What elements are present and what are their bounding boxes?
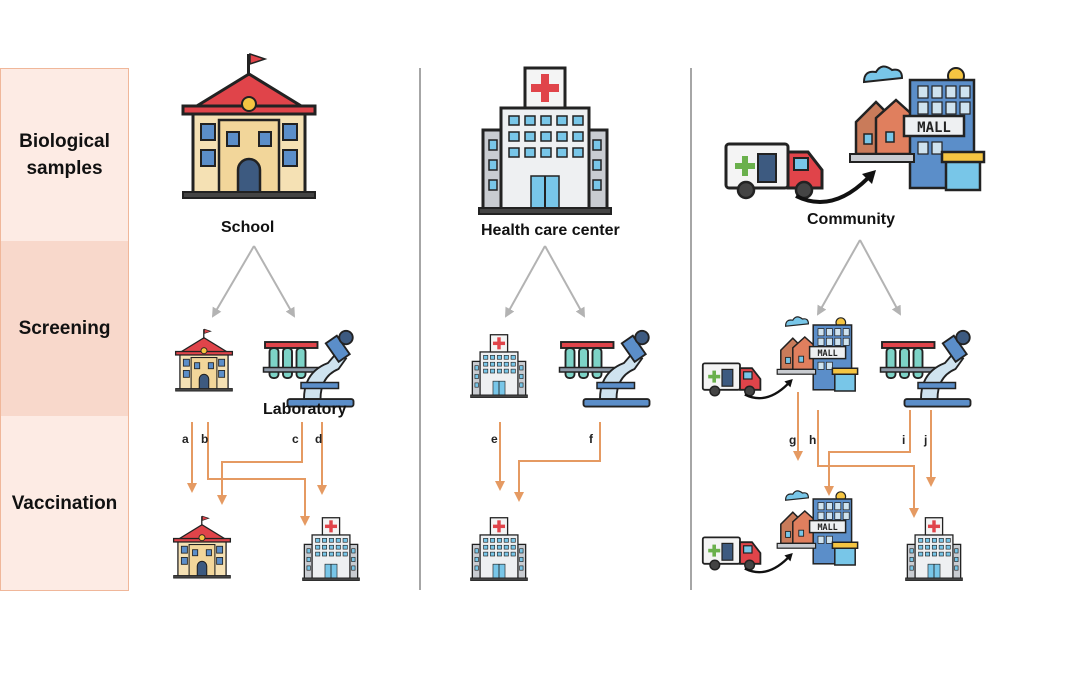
branch-arrow [859,239,901,316]
path-label-h: h [809,433,817,447]
branch-arrow [817,239,861,316]
path-label-j: j [924,433,928,447]
path-label-f: f [589,432,593,446]
column-label-school: School [221,219,275,236]
row-label-text: Vaccination [11,492,118,514]
laboratory-icon [262,329,355,408]
branch-arrow [211,245,255,318]
hospital-icon [301,517,361,582]
community-icon [703,317,858,398]
path-label-a: a [182,432,189,446]
community-icon [726,66,984,202]
hospital-icon [904,517,964,582]
community-icon [703,491,858,572]
path-label-e: e [491,432,498,446]
school-icon [172,515,232,579]
health-care-center-icon [477,66,613,216]
row-label-text: Biological samples [19,131,110,179]
path-arrow-i [824,410,911,496]
path-label-c: c [292,432,299,446]
laboratory-icon [879,329,972,408]
branch-arrow [505,245,546,318]
hospital-icon [469,517,529,582]
row-label-text: Screening [18,318,111,339]
branch-arrow [253,245,295,318]
hospital-icon [469,334,529,399]
row-label-vaccination: Vaccination [0,416,129,591]
path-arrow-b [207,422,310,526]
school-icon [174,328,234,392]
path-arrow-c [217,422,303,505]
column-label-health-care-center: Health care center [481,222,620,239]
laboratory-icon [558,329,651,408]
path-arrow-h [817,410,919,518]
column-label-community: Community [807,211,895,228]
path-label-i: i [902,433,906,447]
path-arrow-f [514,422,601,502]
school-icon [181,52,317,200]
column-separator [690,68,692,590]
column-separator [419,68,421,590]
row-label-biological-samples: Biological samples [0,68,129,242]
path-label-b: b [201,432,209,446]
path-label-g: g [789,433,797,447]
path-label-d: d [315,432,323,446]
branch-arrow [544,245,585,318]
laboratory-label: Laboratory [263,401,347,418]
